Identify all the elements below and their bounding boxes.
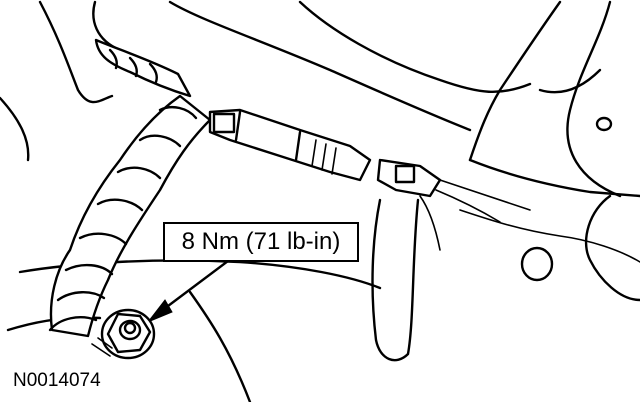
harness-connector bbox=[208, 108, 531, 251]
figure-id: N0014074 bbox=[13, 370, 101, 391]
spiral-wrap-harness bbox=[48, 38, 212, 338]
callout-leader-arrow bbox=[146, 250, 242, 324]
torque-spec-callout: 8 Nm (71 lb-in) bbox=[163, 222, 359, 262]
flange-nut bbox=[91, 308, 156, 360]
